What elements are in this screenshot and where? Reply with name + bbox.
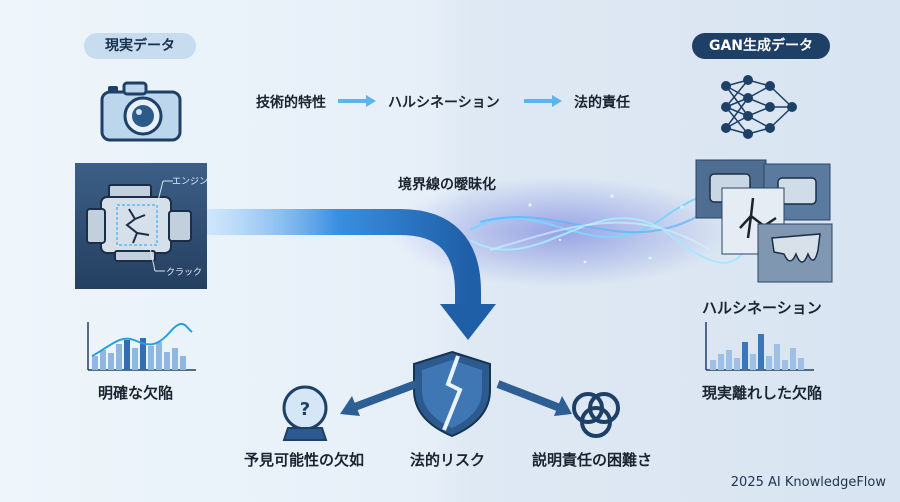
boundary-blur-label: 境界線の曖昧化 <box>398 177 496 193</box>
flow-arrow-icon <box>338 95 376 107</box>
gan-images-stack <box>695 159 833 283</box>
engine-crack-image <box>75 163 207 289</box>
copyright-footer: 2025 AI KnowledgeFlow <box>730 475 886 490</box>
arrow-left-down-icon <box>340 380 418 416</box>
unreal-defect-caption: 現実離れした欠陥 <box>702 384 823 402</box>
gan-data-pill: GAN生成データ <box>692 33 830 59</box>
real-data-pill: 現実データ <box>84 33 196 59</box>
flow-step-technical: 技術的特性 <box>256 95 326 111</box>
clear-defect-bar-chart <box>87 322 196 371</box>
broken-shield-icon <box>413 350 491 438</box>
hallucination-caption: ハルシネーション <box>702 299 822 317</box>
accountability-label: 説明責任の困難さ <box>532 451 653 469</box>
clear-defect-caption: 明確な欠陥 <box>98 384 174 402</box>
svg-text:?: ? <box>300 399 310 420</box>
engine-label: エンジン <box>172 177 209 187</box>
flow-arrow-icon <box>524 95 562 107</box>
flow-step-hallucination: ハルシネーション <box>388 95 500 111</box>
legal-risk-label: 法的リスク <box>410 451 486 469</box>
crack-label: クラック <box>166 268 203 278</box>
tangled-knot-icon <box>572 392 620 438</box>
arrow-right-down-icon <box>496 380 572 416</box>
unreal-defect-bar-chart <box>705 322 814 371</box>
unpredictability-label: 予見可能性の欠如 <box>244 451 365 469</box>
flow-step-legal: 法的責任 <box>574 95 630 111</box>
neural-network-icon <box>721 75 797 139</box>
crystal-ball-icon: ? <box>282 385 328 441</box>
camera-icon <box>100 81 182 142</box>
